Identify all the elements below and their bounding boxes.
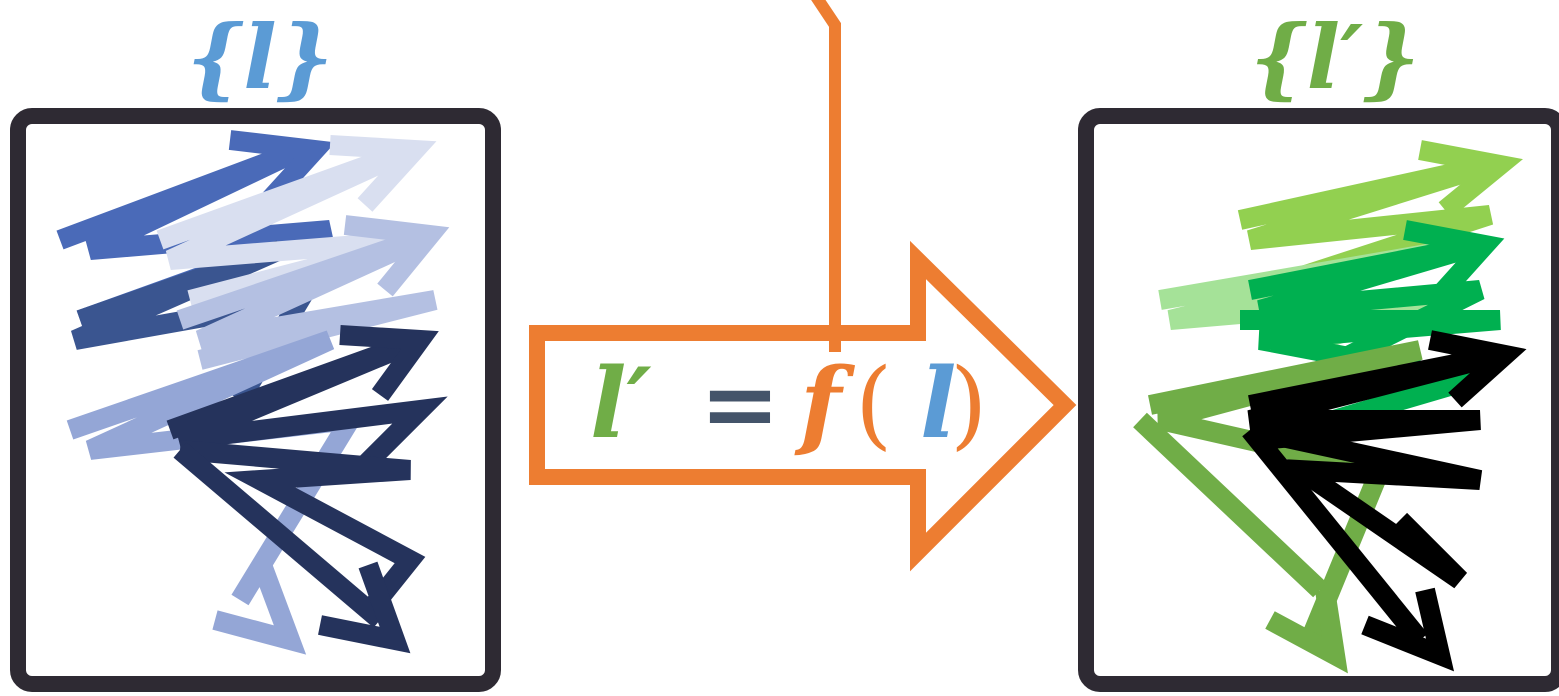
arrow-head-8 [318,561,411,654]
zigzag-stroke-7 [179,440,426,617]
input-set-variable: l [243,5,276,109]
equation-open-paren: ( [855,348,892,460]
input-zigzag-strokes [56,130,450,655]
zigzag-stroke-5 [1148,340,1423,644]
zigzag-stroke-4 [176,225,438,370]
output-set-variable: l′ [1307,5,1364,109]
output-set-label: {l′} [1250,5,1420,109]
zigzag-stroke-4 [1240,310,1501,440]
arrow-head-3 [1403,220,1505,302]
arrow-head-4 [343,215,450,297]
zigzag-stroke-6 [1133,412,1327,598]
equation-close-paren: ) [950,348,987,460]
arrow-head-3 [329,135,437,212]
equation-equals: = [700,347,780,460]
arrow-head-5 [212,561,307,655]
output-zigzag-strokes [1133,140,1527,674]
equation-lhs: l′ [590,347,652,460]
transform-arrow [529,240,1077,572]
zigzag-stroke-6 [166,330,448,478]
arrow-head-7 [1428,330,1527,408]
zigzag-stroke-7 [1247,345,1503,450]
arrow-head-1 [1418,140,1523,218]
equation-argument: l [920,347,956,460]
input-set-open-brace: { [187,5,244,109]
zigzag-stroke-9 [1242,423,1428,647]
output-box [1078,108,1559,692]
arrow-head-5 [1265,588,1348,674]
output-set-open-brace: { [1250,5,1307,109]
top-connector-line [811,0,841,350]
output-set-close-brace: } [1363,5,1420,109]
input-box [10,108,501,692]
input-set-label: {l} [187,5,334,109]
zigzag-stroke-8 [1247,420,1483,589]
input-set-close-brace: } [277,5,334,109]
zigzag-stroke-8 [173,442,387,628]
arrow-head-9 [1361,587,1455,672]
arrow-head-6 [339,325,439,401]
